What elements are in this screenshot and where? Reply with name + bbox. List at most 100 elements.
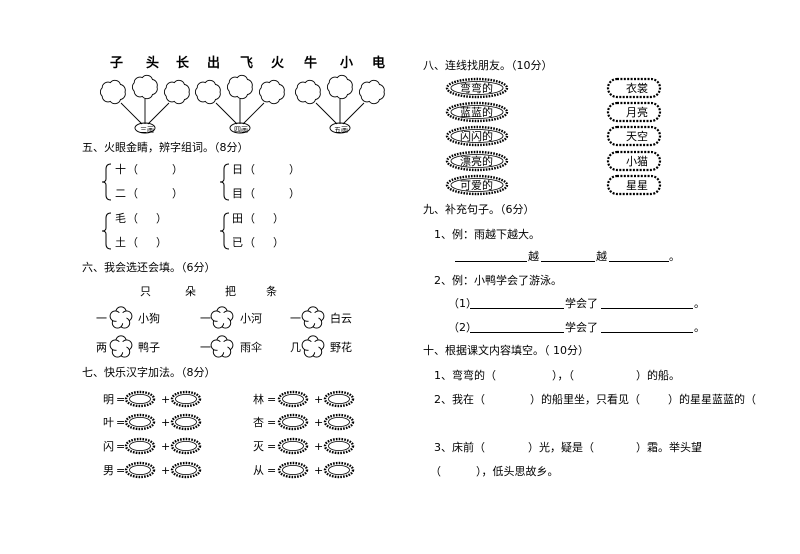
flower-center — [307, 312, 319, 324]
match-oval-inner — [450, 81, 504, 95]
paren-close: ） — [289, 163, 300, 176]
sec6-prefix: 两 — [96, 341, 107, 354]
paren-open: （ — [244, 187, 255, 200]
sec5-char: 十 — [115, 163, 126, 176]
sec10-text: （ — [430, 465, 441, 478]
addition-char: 林 — [253, 393, 264, 406]
match-oval — [445, 150, 509, 172]
paren-open: （ — [127, 187, 138, 200]
match-rounded-box — [606, 125, 662, 147]
addition-char: 从 — [253, 464, 264, 477]
sec9-blank[interactable] — [601, 332, 693, 333]
top-char: 小 — [340, 56, 354, 71]
answer-oval-inner — [129, 416, 151, 427]
answer-oval — [124, 437, 156, 455]
match-left-item[interactable]: 漂亮的 — [460, 155, 493, 168]
sec9-blank[interactable] — [455, 261, 527, 262]
tree-base — [329, 122, 351, 134]
tree-label: 三画 — [140, 126, 154, 134]
equals-sign: = — [116, 416, 126, 429]
sec6-prefix: 一 — [290, 312, 301, 325]
sec5-char: 目 — [232, 187, 243, 200]
section-8-title: 八、连线找朋友。（10分） — [423, 59, 553, 72]
answer-oval-inner — [129, 464, 151, 475]
sec9-blank[interactable] — [470, 308, 564, 309]
answer-oval — [277, 461, 309, 479]
flower-cloud — [164, 79, 190, 105]
sec6-word: 鸭子 — [138, 341, 160, 354]
sec9-period: 。 — [694, 321, 705, 334]
flower-center — [216, 312, 228, 324]
tree-branch — [120, 99, 170, 125]
sec9-blank[interactable] — [601, 308, 693, 309]
answer-oval-inner — [328, 393, 350, 404]
match-left-item[interactable]: 闪闪的 — [460, 130, 493, 143]
flower-cloud — [132, 74, 158, 100]
flower-center — [216, 341, 228, 353]
sec9-xuehuile: 学会了 — [565, 297, 598, 310]
sec10-text: ）的船里坐，只看见（ — [530, 393, 640, 406]
plus-sign: + — [161, 416, 171, 429]
plus-sign: + — [161, 464, 171, 477]
flower-center — [307, 341, 319, 353]
sec9-blank[interactable] — [609, 261, 669, 262]
paren-close: ） — [289, 187, 300, 200]
paren-close: ） — [273, 212, 284, 225]
sec9-blank[interactable] — [470, 332, 564, 333]
match-oval-inner — [450, 129, 504, 143]
paren-open: （ — [244, 212, 255, 225]
match-left-item[interactable]: 弯弯的 — [460, 82, 493, 95]
curly-brace — [219, 163, 230, 201]
tree-base — [229, 122, 251, 134]
match-right-item[interactable]: 衣裳 — [626, 82, 648, 95]
answer-oval-inner — [328, 440, 350, 451]
answer-oval — [124, 461, 156, 479]
paren-open: （ — [244, 236, 255, 249]
match-oval — [445, 101, 509, 123]
top-char: 火 — [271, 56, 285, 71]
top-char: 飞 — [240, 56, 254, 71]
match-left-item[interactable]: 可爱的 — [460, 179, 493, 192]
answer-oval-inner — [175, 440, 197, 451]
sec9-example-2: 2、例：小鸭学会了游泳。 — [434, 274, 562, 287]
plus-sign: + — [314, 416, 324, 429]
section-7-title: 七、快乐汉字加法。（8分） — [82, 366, 216, 379]
answer-oval — [277, 390, 309, 408]
paren-open: （ — [127, 212, 138, 225]
answer-oval-inner — [328, 464, 350, 475]
measure-word-choice: 把 — [225, 285, 236, 298]
paren-open: （ — [244, 163, 255, 176]
sec10-text: ）光，疑是（ — [528, 441, 594, 454]
tree-label: 四画 — [234, 126, 248, 134]
sec9-period: 。 — [694, 297, 705, 310]
flower-cloud — [227, 74, 253, 100]
sec6-word: 小河 — [240, 312, 262, 325]
sec9-yue: 越 — [528, 250, 539, 263]
sec9-blank[interactable] — [541, 261, 595, 262]
sec5-char: 二 — [115, 187, 126, 200]
match-right-item[interactable]: 天空 — [626, 130, 648, 143]
answer-oval — [323, 437, 355, 455]
answer-oval — [323, 390, 355, 408]
answer-oval — [170, 461, 202, 479]
answer-oval — [170, 390, 202, 408]
sec6-word: 雨伞 — [240, 341, 262, 354]
sec9-num: （1） — [448, 297, 477, 310]
match-oval — [445, 174, 509, 196]
measure-word-choice: 朵 — [185, 285, 196, 298]
paren-close: ） — [273, 236, 284, 249]
top-char: 子 — [110, 56, 124, 71]
match-right-item[interactable]: 月亮 — [626, 106, 648, 119]
sec5-char: 毛 — [115, 212, 126, 225]
match-left-item[interactable]: 蓝蓝的 — [460, 106, 493, 119]
equals-sign: = — [116, 464, 126, 477]
sec5-char: 已 — [232, 236, 243, 249]
sec9-num: （2） — [448, 321, 477, 334]
match-oval — [445, 77, 509, 99]
match-right-item[interactable]: 星星 — [626, 179, 648, 192]
match-rounded-box — [606, 150, 662, 172]
match-right-item[interactable]: 小猫 — [626, 155, 648, 168]
